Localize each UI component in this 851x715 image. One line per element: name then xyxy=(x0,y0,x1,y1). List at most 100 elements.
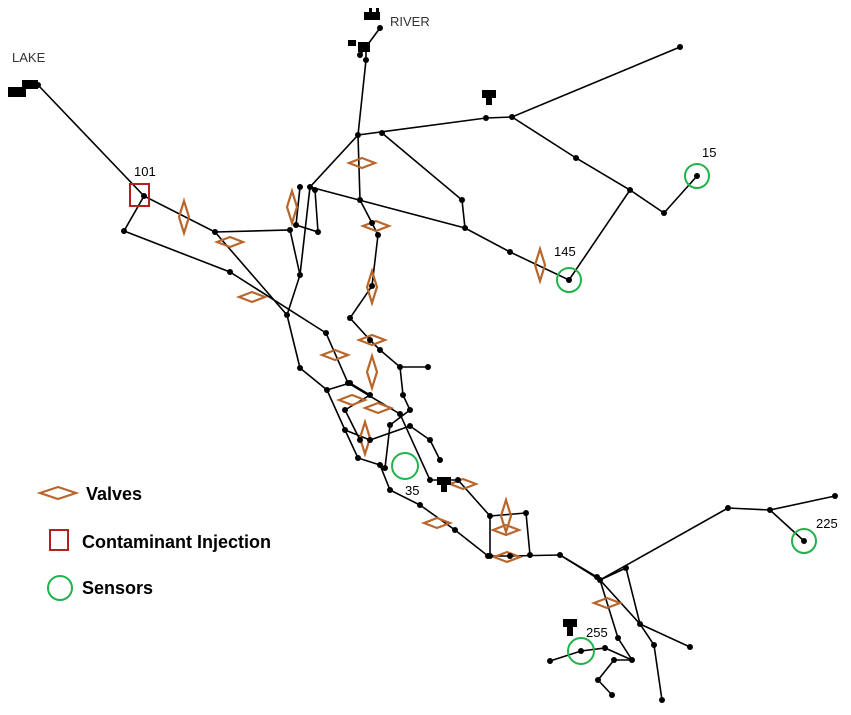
pipes xyxy=(37,27,836,701)
storage-tank-north xyxy=(482,90,496,105)
junction-node xyxy=(382,465,388,471)
junction-node xyxy=(566,277,572,283)
junction-node xyxy=(677,44,683,50)
junction-node xyxy=(387,422,393,428)
junction-node xyxy=(367,392,373,398)
junction-node xyxy=(557,552,563,558)
junction-node xyxy=(767,507,773,513)
junction-node xyxy=(651,642,657,648)
junction-node xyxy=(573,155,579,161)
valve-symbol xyxy=(318,348,352,362)
junction-node xyxy=(832,493,838,499)
junction-node xyxy=(307,184,313,190)
valve-symbol xyxy=(490,550,524,564)
junction-node xyxy=(547,658,553,664)
node-label-35: 35 xyxy=(405,483,419,498)
pipe-segment xyxy=(599,566,691,648)
junction-node xyxy=(595,677,601,683)
junction-node xyxy=(312,187,318,193)
junction-node xyxy=(627,187,633,193)
junction-node xyxy=(357,52,363,58)
junction-node xyxy=(369,283,375,289)
junction-node xyxy=(578,648,584,654)
junction-node xyxy=(487,513,493,519)
junction-node xyxy=(342,427,348,433)
valves xyxy=(177,156,624,610)
junction-node xyxy=(417,502,423,508)
junction-node xyxy=(462,225,468,231)
junction-node xyxy=(324,387,330,393)
junction-node xyxy=(615,635,621,641)
sensor-15 xyxy=(684,163,710,189)
junction-node xyxy=(397,411,403,417)
river-reservoir xyxy=(348,8,380,52)
junction-node xyxy=(483,115,489,121)
junction-node xyxy=(297,184,303,190)
node-label-145: 145 xyxy=(554,244,576,259)
river-label: RIVER xyxy=(390,14,430,29)
junction-node xyxy=(367,437,373,443)
pipe-segment xyxy=(295,186,319,234)
valve-symbol xyxy=(345,156,379,170)
junction-node xyxy=(363,57,369,63)
pipe-segment xyxy=(348,134,428,368)
pipe-segment xyxy=(511,116,698,215)
sensor-255 xyxy=(567,637,595,665)
junction-node xyxy=(609,692,615,698)
injection-marker-101 xyxy=(129,183,150,207)
junction-node xyxy=(323,330,329,336)
junction-node xyxy=(355,132,361,138)
valve-symbol xyxy=(533,245,547,285)
legend-valves-label: Valves xyxy=(86,484,142,504)
pipe-segment xyxy=(596,579,634,696)
junction-node xyxy=(342,407,348,413)
junction-node xyxy=(425,364,431,370)
valve-symbol xyxy=(489,523,523,537)
junction-node xyxy=(659,697,665,703)
legend-injection-label: Contaminant Injection xyxy=(82,532,271,552)
valve-symbol xyxy=(365,352,379,392)
junction-node xyxy=(400,392,406,398)
junction-node xyxy=(284,312,290,318)
pipe-segment xyxy=(381,132,466,229)
junction-node xyxy=(611,657,617,663)
junction-node xyxy=(293,222,299,228)
valve-symbol xyxy=(365,267,379,307)
junction-node xyxy=(459,197,465,203)
junction-node xyxy=(121,228,127,234)
junction-node xyxy=(801,538,807,544)
junction-node xyxy=(141,193,147,199)
junction-node xyxy=(377,462,383,468)
junction-node xyxy=(297,272,303,278)
pipe-segment xyxy=(769,509,805,542)
junction-node xyxy=(407,423,413,429)
legend: Valves Contaminant Injection Sensors xyxy=(36,484,271,601)
junction-node xyxy=(694,173,700,179)
sensor-35 xyxy=(391,452,419,480)
junction-node xyxy=(507,249,513,255)
junction-node xyxy=(427,477,433,483)
junction-node xyxy=(527,552,533,558)
legend-injection-symbol xyxy=(49,529,69,551)
junction-node xyxy=(623,565,629,571)
node-label-15: 15 xyxy=(702,145,716,160)
valve-symbol xyxy=(355,333,389,347)
valve-symbol xyxy=(361,401,395,415)
valve-symbol xyxy=(420,516,454,530)
junction-node xyxy=(594,574,600,580)
junction-node xyxy=(377,347,383,353)
valve-symbol xyxy=(335,393,369,407)
junction-node xyxy=(379,130,385,136)
junction-node xyxy=(377,25,383,31)
lake-reservoir xyxy=(8,80,38,97)
junctions xyxy=(35,25,838,703)
junction-node xyxy=(407,407,413,413)
pipe-segment xyxy=(344,425,441,461)
junction-node xyxy=(297,365,303,371)
junction-node xyxy=(212,229,218,235)
storage-tank-center xyxy=(437,477,451,492)
legend-sensor-symbol xyxy=(47,575,73,601)
junction-node xyxy=(287,227,293,233)
legend-valve-symbol xyxy=(36,485,80,501)
